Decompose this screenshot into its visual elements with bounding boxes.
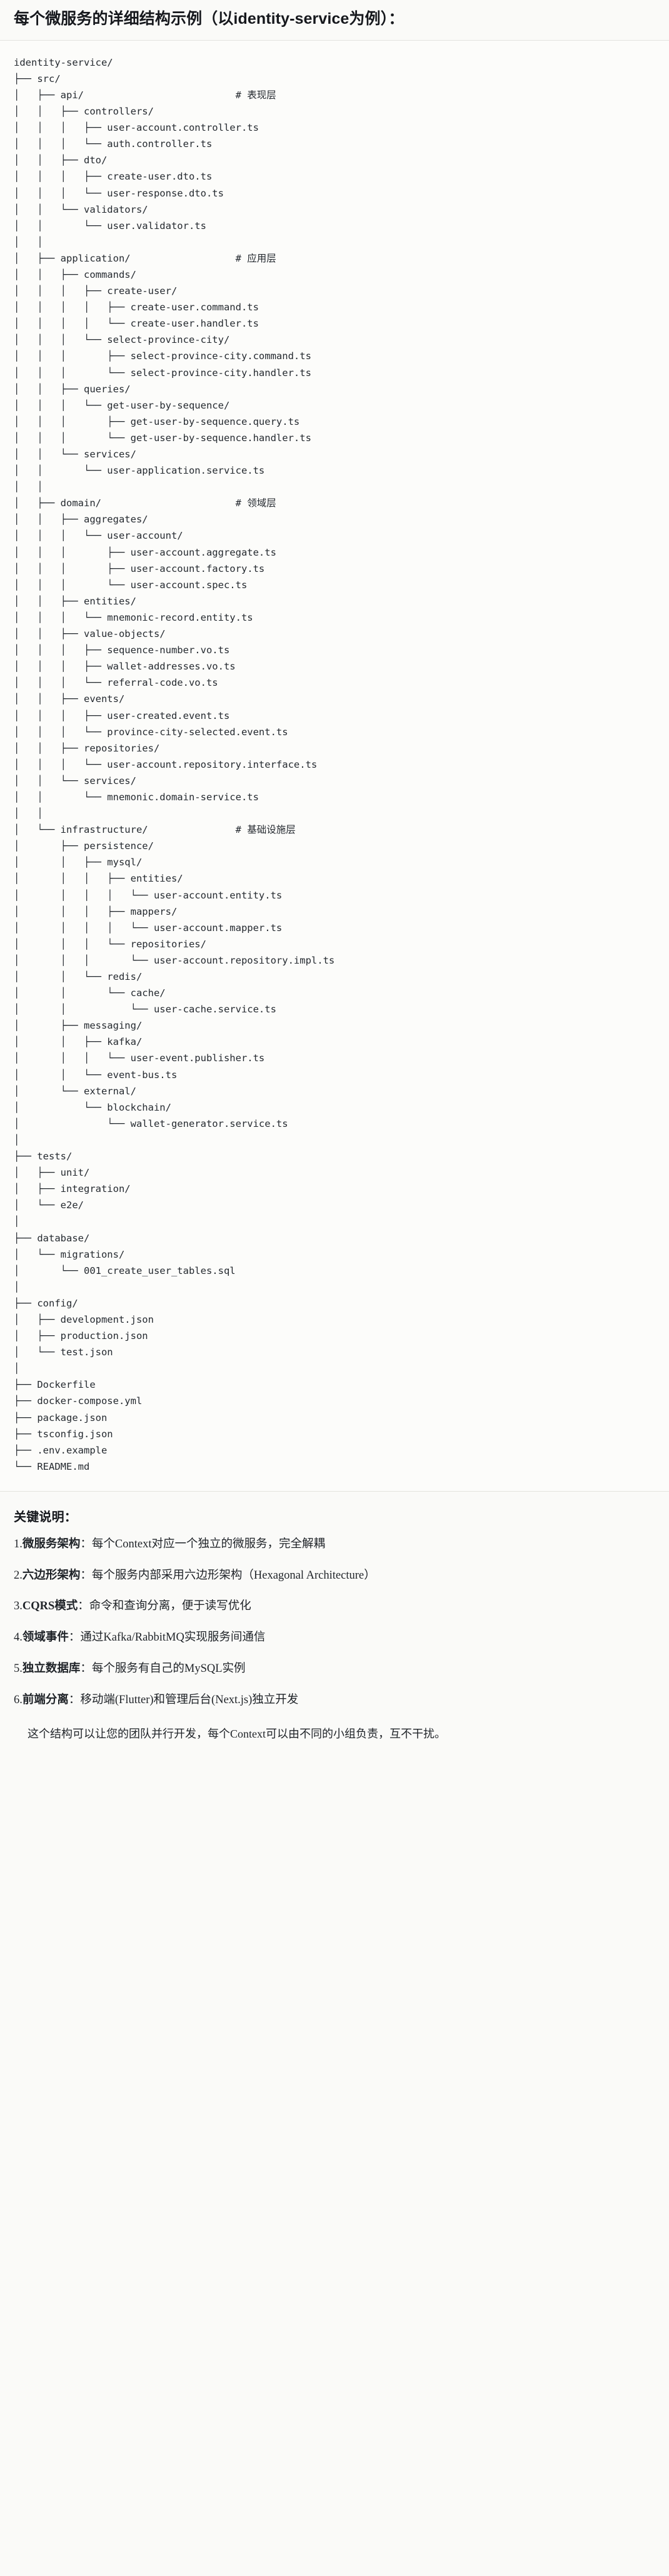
note-number: 3. (14, 1600, 23, 1613)
page-title: 每个微服务的详细结构示例（以identity-service为例）： (14, 10, 405, 28)
note-text: ：命令和查询分离，便于读写优化 (78, 1600, 251, 1613)
key-notes-list: 1.微服务架构：每个Context对应一个独立的微服务，完全解耦 2.六边形架构… (14, 1536, 655, 1709)
note-text: ：每个服务有自己的MySQL实例 (80, 1662, 246, 1675)
note-number: 1. (14, 1537, 23, 1550)
key-notes-heading: 关键说明： (14, 1510, 77, 1524)
closing-paragraph: 这个结构可以让您的团队并行开发，每个Context可以由不同的小组负责，互不干扰… (28, 1728, 446, 1741)
note-lead: CQRS模式 (22, 1600, 78, 1613)
note-item: 6.前端分离：移动端(Flutter)和管理后台(Next.js)独立开发 (14, 1692, 655, 1709)
note-item: 1.微服务架构：每个Context对应一个独立的微服务，完全解耦 (14, 1536, 655, 1554)
note-number: 2. (14, 1569, 23, 1582)
page-root: 每个微服务的详细结构示例（以identity-service为例）： ident… (0, 10, 669, 1764)
directory-tree: identity-service/ ├── src/ │ ├── api/ # … (14, 56, 335, 1472)
note-lead: 六边形架构 (22, 1569, 81, 1582)
note-lead: 领域事件 (22, 1631, 69, 1644)
note-number: 6. (14, 1693, 23, 1706)
divider-bottom (0, 1490, 669, 1492)
note-item: 4.领域事件：通过Kafka/RabbitMQ实现服务间通信 (14, 1629, 655, 1647)
note-item: 2.六边形架构：每个服务内部采用六边形架构（Hexagonal Architec… (14, 1567, 655, 1585)
note-number: 5. (14, 1662, 23, 1675)
note-lead: 微服务架构 (22, 1537, 81, 1550)
note-item: 3.CQRS模式：命令和查询分离，便于读写优化 (14, 1598, 655, 1616)
key-notes-section: 关键说明： 1.微服务架构：每个Context对应一个独立的微服务，完全解耦 2… (0, 1492, 669, 1764)
directory-tree-block: identity-service/ ├── src/ │ ├── api/ # … (0, 40, 669, 1491)
note-lead: 独立数据库 (22, 1662, 81, 1675)
divider-top (0, 39, 669, 41)
note-item: 5.独立数据库：每个服务有自己的MySQL实例 (14, 1661, 655, 1678)
note-number: 4. (14, 1631, 23, 1644)
note-text: ：通过Kafka/RabbitMQ实现服务间通信 (68, 1631, 266, 1644)
note-text: ：移动端(Flutter)和管理后台(Next.js)独立开发 (68, 1693, 299, 1706)
note-text: ：每个Context对应一个独立的微服务，完全解耦 (80, 1537, 325, 1550)
note-lead: 前端分离 (22, 1693, 69, 1706)
note-text: ：每个服务内部采用六边形架构（Hexagonal Architecture） (80, 1569, 376, 1582)
